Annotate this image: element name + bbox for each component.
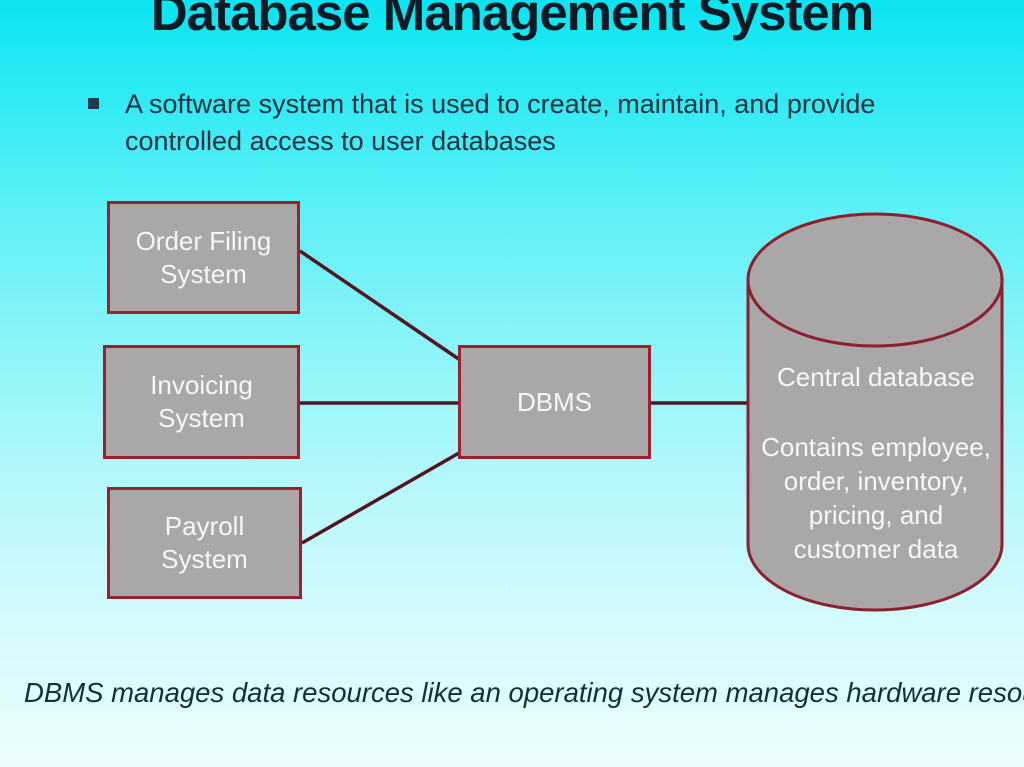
system-box-payroll: Payroll System <box>107 487 302 599</box>
database-cylinder-text: Central database Contains employee, orde… <box>757 360 995 566</box>
dbms-box-label: DBMS <box>516 386 593 417</box>
dbms-box: DBMS <box>458 345 651 459</box>
system-box-invoicing: Invoicing System <box>103 345 300 459</box>
system-box-label: Invoicing <box>150 370 253 400</box>
system-box-label: System <box>160 258 247 289</box>
bullet-square-icon <box>88 98 99 109</box>
footer-note: DBMS manages data resources like an oper… <box>24 677 1024 708</box>
database-name: Central database <box>776 362 976 392</box>
database-cylinder <box>746 212 1004 612</box>
bullet-item: A software system that is used to create… <box>88 86 968 160</box>
database-description: Contains employee, order, inventory, pri… <box>761 432 991 564</box>
system-box-label: Payroll <box>164 511 245 541</box>
connector-order-to-dbms <box>299 249 467 366</box>
system-box-label: System <box>161 544 248 574</box>
system-box-label: Order Filing <box>135 225 272 256</box>
bullet-text: A software system that is used to create… <box>125 89 876 156</box>
connector-payroll-to-dbms <box>301 447 467 545</box>
slide-title: Database Management System <box>150 0 874 41</box>
system-box-order-filing: Order Filing System <box>107 201 300 314</box>
system-box-label: System <box>158 403 245 433</box>
